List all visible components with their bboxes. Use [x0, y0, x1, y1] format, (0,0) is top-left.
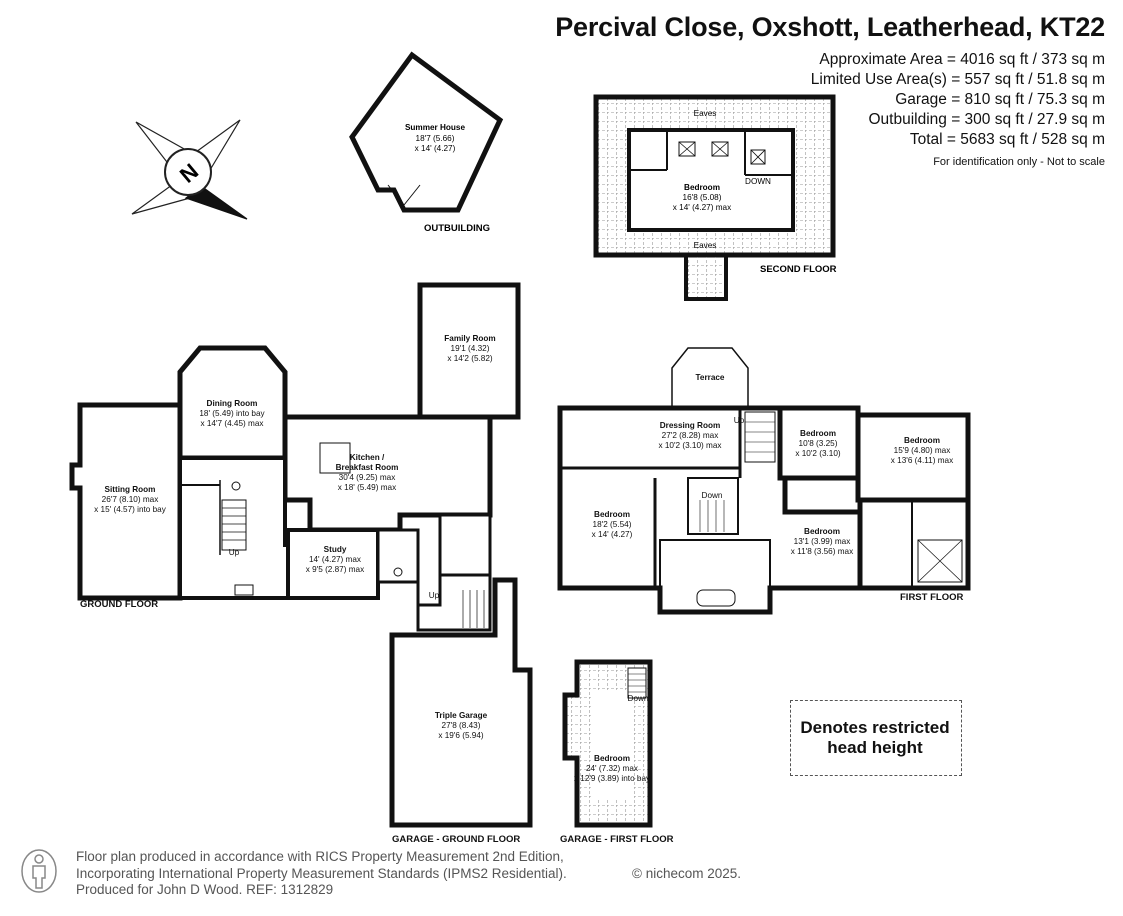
kitchen-dim2: x 18' (5.49) max [338, 483, 396, 492]
footer-line-1: Floor plan produced in accordance with R… [76, 849, 564, 864]
footer-notes: Floor plan produced in accordance with R… [76, 849, 567, 899]
study-dim2: x 9'5 (2.87) max [306, 565, 364, 574]
first-bedroom-3-dim1: 15'9 (4.80) max [894, 446, 951, 455]
eaves-top-label: Eaves [694, 109, 717, 118]
first-bedroom-4-name: Bedroom [804, 527, 840, 536]
triple-garage-dim2: x 19'6 (5.94) [438, 731, 484, 740]
second-floor-label: SECOND FLOOR [760, 264, 837, 275]
first-bedroom-main-dim1: 18'2 (5.54) [593, 520, 632, 529]
garage-ground-floor-plan: Triple Garage 27'8 (8.43) x 19'6 (5.94) … [389, 577, 533, 845]
garage-first-floor-plan: Down Bedroom 24' (7.32) max x 12'9 (3.89… [560, 659, 674, 845]
kitchen-name-1: Kitchen / [350, 453, 385, 462]
terrace-label: Terrace [696, 373, 725, 382]
dining-room-name: Dining Room [207, 399, 258, 408]
limited-area: Limited Use Area(s) = 557 sq ft / 51.8 s… [810, 71, 1105, 88]
restricted-height-legend: Denotes restricted head height [790, 718, 960, 758]
sitting-room-name: Sitting Room [105, 485, 156, 494]
summer-house-name: Summer House [405, 123, 466, 132]
outbuilding-area: Outbuilding = 300 sq ft / 27.9 sq m [868, 111, 1105, 128]
study-name: Study [324, 545, 347, 554]
kitchen-dim1: 30'4 (9.25) max [339, 473, 396, 482]
first-bedroom-2-dim2: x 10'2 (3.10) [795, 449, 841, 458]
first-down-label: Down [702, 491, 723, 500]
second-floor-plan: Eaves Eaves DOWN Bedroom 16'8 (5.08) x 1… [593, 94, 837, 301]
dining-room-dim2: x 14'7 (4.45) max [201, 419, 264, 428]
area-summary: Approximate Area = 4016 sq ft / 373 sq m… [811, 50, 1105, 172]
study-dim1: 14' (4.27) max [309, 555, 361, 564]
page-title: Percival Close, Oxshott, Leatherhead, KT… [555, 12, 1105, 42]
first-floor-label: FIRST FLOOR [900, 592, 963, 603]
first-up-label: Up [734, 416, 745, 425]
outbuilding-label: OUTBUILDING [424, 223, 490, 234]
ground-up-label-1: Up [229, 548, 240, 557]
dressing-room-dim2: x 10'2 (3.10) max [659, 441, 722, 450]
ground-floor-label: GROUND FLOOR [80, 599, 158, 610]
legend-line-2: head height [827, 738, 923, 757]
copyright: © nichecom 2025. [632, 866, 742, 881]
first-bedroom-2-dim1: 10'8 (3.25) [799, 439, 838, 448]
second-bedroom-name: Bedroom [684, 183, 720, 192]
dressing-room-name: Dressing Room [660, 421, 721, 430]
second-floor-down-label: DOWN [745, 177, 771, 186]
restricted-height-legend-box [790, 700, 962, 776]
triple-garage-name: Triple Garage [435, 711, 488, 720]
first-bedroom-main-name: Bedroom [594, 510, 630, 519]
approx-area: Approximate Area = 4016 sq ft / 373 sq m [819, 51, 1105, 68]
compass-icon: N [131, 119, 248, 220]
garage-ground-floor-label: GARAGE - GROUND FLOOR [392, 834, 520, 845]
family-room-dim1: 19'1 (4.32) [451, 344, 490, 353]
triple-garage-dim1: 27'8 (8.43) [442, 721, 481, 730]
footer-line-2: Incorporating International Property Mea… [76, 865, 567, 881]
legend-line-1: Denotes restricted [800, 718, 950, 737]
outbuilding-plan: Summer House 18'7 (5.66) x 14' (4.27) OU… [349, 51, 504, 234]
first-bedroom-main-dim2: x 14' (4.27) [592, 530, 633, 539]
first-bedroom-4-dim1: 13'1 (3.99) max [794, 537, 851, 546]
identification-note: For identification only - Not to scale [933, 156, 1105, 168]
total-area: Total = 5683 sq ft / 528 sq m [909, 131, 1105, 148]
family-room-name: Family Room [444, 334, 495, 343]
second-bedroom-dim2: x 14' (4.27) max [673, 203, 731, 212]
family-room-dim2: x 14'2 (5.82) [447, 354, 493, 363]
garage-area: Garage = 810 sq ft / 75.3 sq m [895, 91, 1105, 108]
dressing-room-dim1: 27'2 (8.28) max [662, 431, 719, 440]
summer-house-dim2: x 14' (4.27) [415, 144, 456, 153]
garage-first-floor-label: GARAGE - FIRST FLOOR [560, 834, 674, 845]
dining-room-dim1: 18' (5.49) into bay [199, 409, 265, 418]
summer-house-dim1: 18'7 (5.66) [416, 134, 455, 143]
eaves-bottom-label: Eaves [694, 241, 717, 250]
footer-line-3: Produced for John D Wood. REF: 1312829 [76, 882, 334, 897]
first-bedroom-2-name: Bedroom [800, 429, 836, 438]
first-floor-plan: Terrace Dressing Room 27'2 (8.28) max x … [557, 347, 971, 615]
garage-down-label: Down [628, 694, 649, 703]
sitting-room-dim2: x 15' (4.57) into bay [94, 505, 167, 514]
first-bedroom-3-name: Bedroom [904, 436, 940, 445]
ground-up-label-2: Up [429, 591, 440, 600]
garage-bedroom-dim1: 24' (7.32) max [586, 764, 638, 773]
garage-bedroom-name: Bedroom [594, 754, 630, 763]
first-bedroom-4-dim2: x 11'8 (3.56) max [791, 547, 853, 556]
kitchen-name-2: Breakfast Room [336, 463, 399, 472]
garage-bedroom-dim2: x 12'9 (3.89) into bay [574, 774, 651, 783]
ground-floor-plan: Family Room 19'1 (4.32) x 14'2 (5.82) Di… [69, 282, 521, 632]
person-icon [21, 849, 57, 893]
first-bedroom-3-dim2: x 13'6 (4.11) max [891, 456, 953, 465]
second-bedroom-dim1: 16'8 (5.08) [683, 193, 722, 202]
sitting-room-dim1: 26'7 (8.10) max [102, 495, 159, 504]
